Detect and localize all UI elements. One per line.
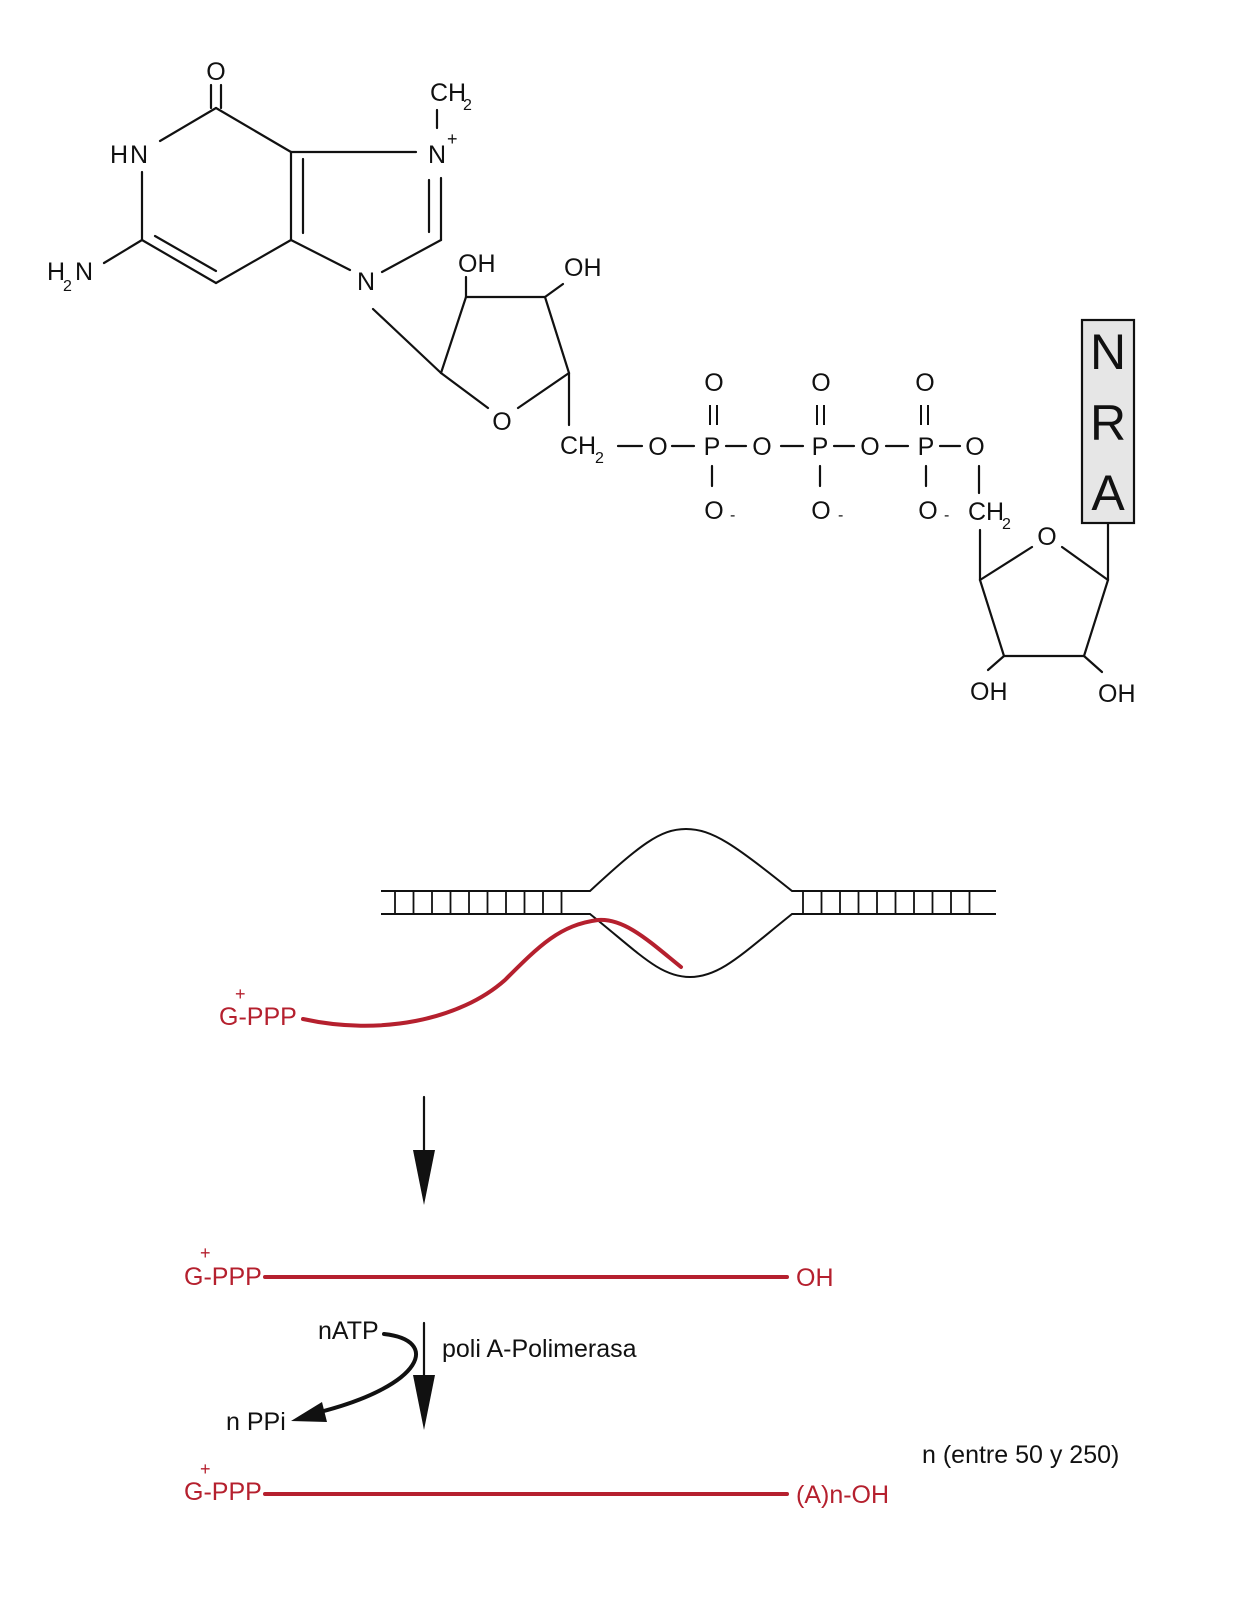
atom-p3-top-o: O	[915, 369, 934, 397]
atom-ribose1-oh-left: OH	[458, 250, 496, 278]
transcription-bubble: + G-PPP	[219, 827, 996, 1031]
bond-ribose2-c4-o	[978, 545, 1034, 582]
processing-arrow-head	[413, 1150, 435, 1205]
atom-p1-top-o: O	[704, 369, 723, 397]
atom-ribose2-oh-right: OH	[1098, 680, 1136, 708]
atom-ch2-methyl: CH	[430, 79, 466, 107]
atom-bridge-o1: O	[648, 433, 667, 461]
atom-ch2-ribose2: CH	[968, 498, 1004, 526]
atom-p3-minus: -	[944, 507, 949, 524]
substrate-natp: nATP	[318, 1317, 379, 1345]
reaction-arrow-head	[413, 1375, 435, 1430]
side-arrow-head	[291, 1402, 327, 1422]
atom-p2-minus: -	[838, 507, 843, 524]
dna-bottom-strand	[381, 913, 996, 979]
mrna-end-label: OH	[796, 1264, 834, 1292]
mrna-cap-label: G-PPP	[184, 1263, 262, 1291]
rna-box-letter-r: R	[1090, 395, 1126, 451]
cap-structure: O HN N + CH 2 H 2 N N OH OH O	[47, 58, 602, 436]
bond-ribose2-o-c1	[1060, 545, 1110, 582]
atom-n-methyl: N	[428, 141, 446, 169]
bond-c2-n3-double	[153, 234, 218, 273]
bond-ribose1-c3-c4	[543, 295, 571, 375]
atom-ch2-ribose2-sub: 2	[1002, 516, 1011, 533]
atom-ribose1-oh-right: OH	[564, 254, 602, 282]
bond-n9-c4	[289, 238, 352, 272]
bond-ribose1-c3-oh	[543, 282, 565, 299]
atom-p3-bottom-o: O	[918, 497, 937, 525]
mrna-cap-plus: +	[200, 1243, 211, 1263]
atom-p3: P	[918, 433, 935, 461]
bond-ribose2-c3-c4	[978, 578, 1006, 658]
second-ribose: CH 2 O OH OH N R A	[968, 318, 1136, 708]
rna-box-letter-n: N	[1090, 324, 1126, 380]
atom-n-plus: +	[447, 129, 458, 149]
dna-top-strand	[381, 827, 996, 892]
atom-ribose2-o: O	[1037, 523, 1056, 551]
bond-c2-nh2	[102, 238, 144, 265]
bond-n9-c1prime	[371, 307, 443, 375]
atom-p2-bottom-o: O	[811, 497, 830, 525]
bond-ribose2-c3-oh	[986, 654, 1006, 672]
transcript-cap-plus: +	[235, 984, 246, 1004]
atom-p1-minus: -	[730, 507, 735, 524]
atom-hn: HN	[110, 141, 150, 169]
atom-p1-bottom-o: O	[704, 497, 723, 525]
triphosphate-bridge: CH 2 O P O P O P O O O O O - O - O -	[560, 369, 985, 525]
bond-n3-c4	[214, 238, 293, 285]
atom-ch2-methyl-sub: 2	[463, 97, 472, 114]
bond-c6-n1	[158, 106, 218, 143]
atom-p2-top-o: O	[811, 369, 830, 397]
mrna-after-polya: n (entre 50 y 250) + G-PPP (A)n-OH	[184, 1441, 1119, 1509]
rna-box	[1080, 318, 1136, 525]
atom-ch2-linker: CH	[560, 432, 596, 460]
transcript-cap-label: G-PPP	[219, 1003, 297, 1031]
product-ppi: n PPi	[226, 1408, 286, 1436]
polyadenylation-reaction: nATP poli A-Polimerasa n PPi	[226, 1317, 637, 1436]
bond-ribose2-c1-c2	[1082, 578, 1110, 658]
mrna-before-polya: + G-PPP OH	[184, 1243, 834, 1292]
atom-bridge-o4: O	[965, 433, 984, 461]
atom-carbonyl-o: O	[206, 58, 225, 86]
bond-c5-c6	[214, 106, 293, 154]
bond-c2-n3	[140, 238, 218, 285]
processing-arrow	[413, 1095, 435, 1205]
polya-cap-label: G-PPP	[184, 1478, 262, 1506]
atom-ribose1-o: O	[492, 408, 511, 436]
atom-p1: P	[704, 433, 721, 461]
bond-ribose2-c2-oh	[1082, 654, 1104, 674]
atom-h2n-h: H	[47, 258, 65, 286]
enzyme-label: poli A-Polimerasa	[442, 1335, 637, 1363]
bond-ribose1-c4-o	[516, 371, 571, 410]
atom-bridge-o3: O	[860, 433, 879, 461]
dna-rungs-left	[394, 891, 563, 914]
bond-c8-n9	[380, 238, 443, 274]
atom-h2n-n: N	[75, 258, 93, 286]
atom-h2n-sub: 2	[63, 278, 72, 295]
polya-end-label: (A)n-OH	[796, 1481, 889, 1509]
atom-bridge-o2: O	[752, 433, 771, 461]
atom-n9: N	[357, 268, 375, 296]
atom-ch2-linker-sub: 2	[595, 450, 604, 467]
bond-ribose1-c1-c2	[439, 295, 468, 375]
side-arrow-curve	[318, 1332, 418, 1414]
atom-ribose2-oh-left: OH	[970, 678, 1008, 706]
polya-cap-plus: +	[200, 1459, 211, 1479]
rna-box-letter-a: A	[1091, 465, 1125, 521]
atom-p2: P	[812, 433, 829, 461]
bond-ribose1-o-c1	[439, 371, 490, 410]
nascent-rna	[301, 917, 683, 1028]
polya-length-note: n (entre 50 y 250)	[922, 1441, 1119, 1469]
dna-rungs-right	[802, 891, 971, 914]
